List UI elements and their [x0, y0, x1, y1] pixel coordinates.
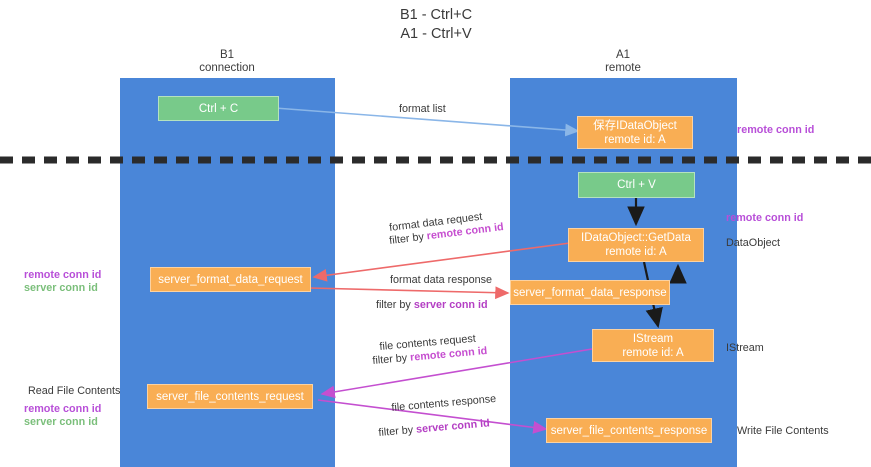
annotation-left-remote-conn-id-2: remote conn id: [24, 403, 102, 415]
node-save-idataobject-label: 保存IDataObject: [593, 119, 677, 132]
edge-label-filter-prefix-3: filter by: [371, 351, 411, 367]
annotation-left-read-file-contents: Read File Contents: [28, 385, 121, 397]
edge-label-format-data-response-text: format data response: [390, 274, 493, 286]
node-ctrl-v[interactable]: Ctrl + V: [578, 172, 695, 198]
edge-label-file-contents-response: file contents response: [391, 393, 497, 414]
node-ctrl-v-label: Ctrl + V: [617, 179, 656, 191]
annotation-right-istream: IStream: [726, 342, 764, 354]
edge-label-filter-prefix-2: filter by: [376, 299, 414, 311]
node-save-idataobject[interactable]: 保存IDataObject remote id: A: [577, 116, 693, 149]
annotation-left-server-conn-id-2: server conn id: [24, 416, 98, 428]
node-ctrl-c-label: Ctrl + C: [198, 102, 239, 115]
node-getdata[interactable]: IDataObject::GetData remote id: A: [568, 228, 704, 262]
node-server-format-data-request-label: server_format_data_request: [158, 273, 303, 286]
edge-label-file-contents-response-filter: filter by server conn id: [378, 417, 490, 439]
page-title: B1 - Ctrl+C A1 - Ctrl+V: [399, 7, 473, 42]
node-getdata-sub: remote id: A: [605, 246, 667, 258]
annotation-right-remote-conn-id-mid: remote conn id: [726, 212, 804, 224]
annotation-left-server-conn-id-1: server conn id: [24, 282, 98, 294]
annotation-right-remote-conn-id-top: remote conn id: [737, 124, 815, 136]
edge-label-file-contents-response-text: file contents response: [390, 392, 497, 414]
edge-label-server-conn-id-2: server conn id: [415, 417, 491, 436]
edge-label-format-data-response: format data response: [390, 274, 492, 286]
lane-header-a1: A1 remote: [605, 49, 641, 74]
edge-label-filter-prefix-4: filter by: [377, 423, 417, 439]
lane-header-b1: B1 connection: [199, 49, 255, 74]
node-istream-sub: remote id: A: [622, 346, 684, 359]
annotation-right-dataobject: DataObject: [726, 237, 781, 249]
node-server-file-contents-response-label: server_file_contents_response: [550, 424, 708, 437]
node-ctrl-c[interactable]: Ctrl + C: [158, 96, 279, 121]
edge-label-format-list: format list: [399, 103, 446, 115]
node-server-format-data-response[interactable]: server_format_data_response: [510, 280, 670, 305]
annotation-right-write-file-contents: Write File Contents: [737, 425, 829, 437]
edge-label-server-conn-id: server conn id: [413, 299, 488, 311]
node-server-file-contents-request-label: server_file_contents_request: [156, 390, 304, 403]
node-save-idataobject-sub: remote id: A: [604, 133, 666, 146]
node-istream-label: IStream: [632, 332, 674, 345]
node-server-file-contents-request[interactable]: server_file_contents_request: [147, 384, 313, 409]
node-getdata-label: IDataObject::GetData: [581, 232, 691, 244]
annotation-left-remote-conn-id-1: remote conn id: [24, 269, 102, 281]
node-server-format-data-response-label: server_format_data_response: [513, 286, 667, 299]
edge-label-format-list-text: format list: [399, 103, 446, 115]
node-server-format-data-request[interactable]: server_format_data_request: [150, 267, 311, 292]
node-istream[interactable]: IStream remote id: A: [592, 329, 714, 362]
edge-label-format-data-response-filter: filter by server conn id: [376, 299, 488, 311]
node-server-file-contents-response[interactable]: server_file_contents_response: [546, 418, 712, 443]
